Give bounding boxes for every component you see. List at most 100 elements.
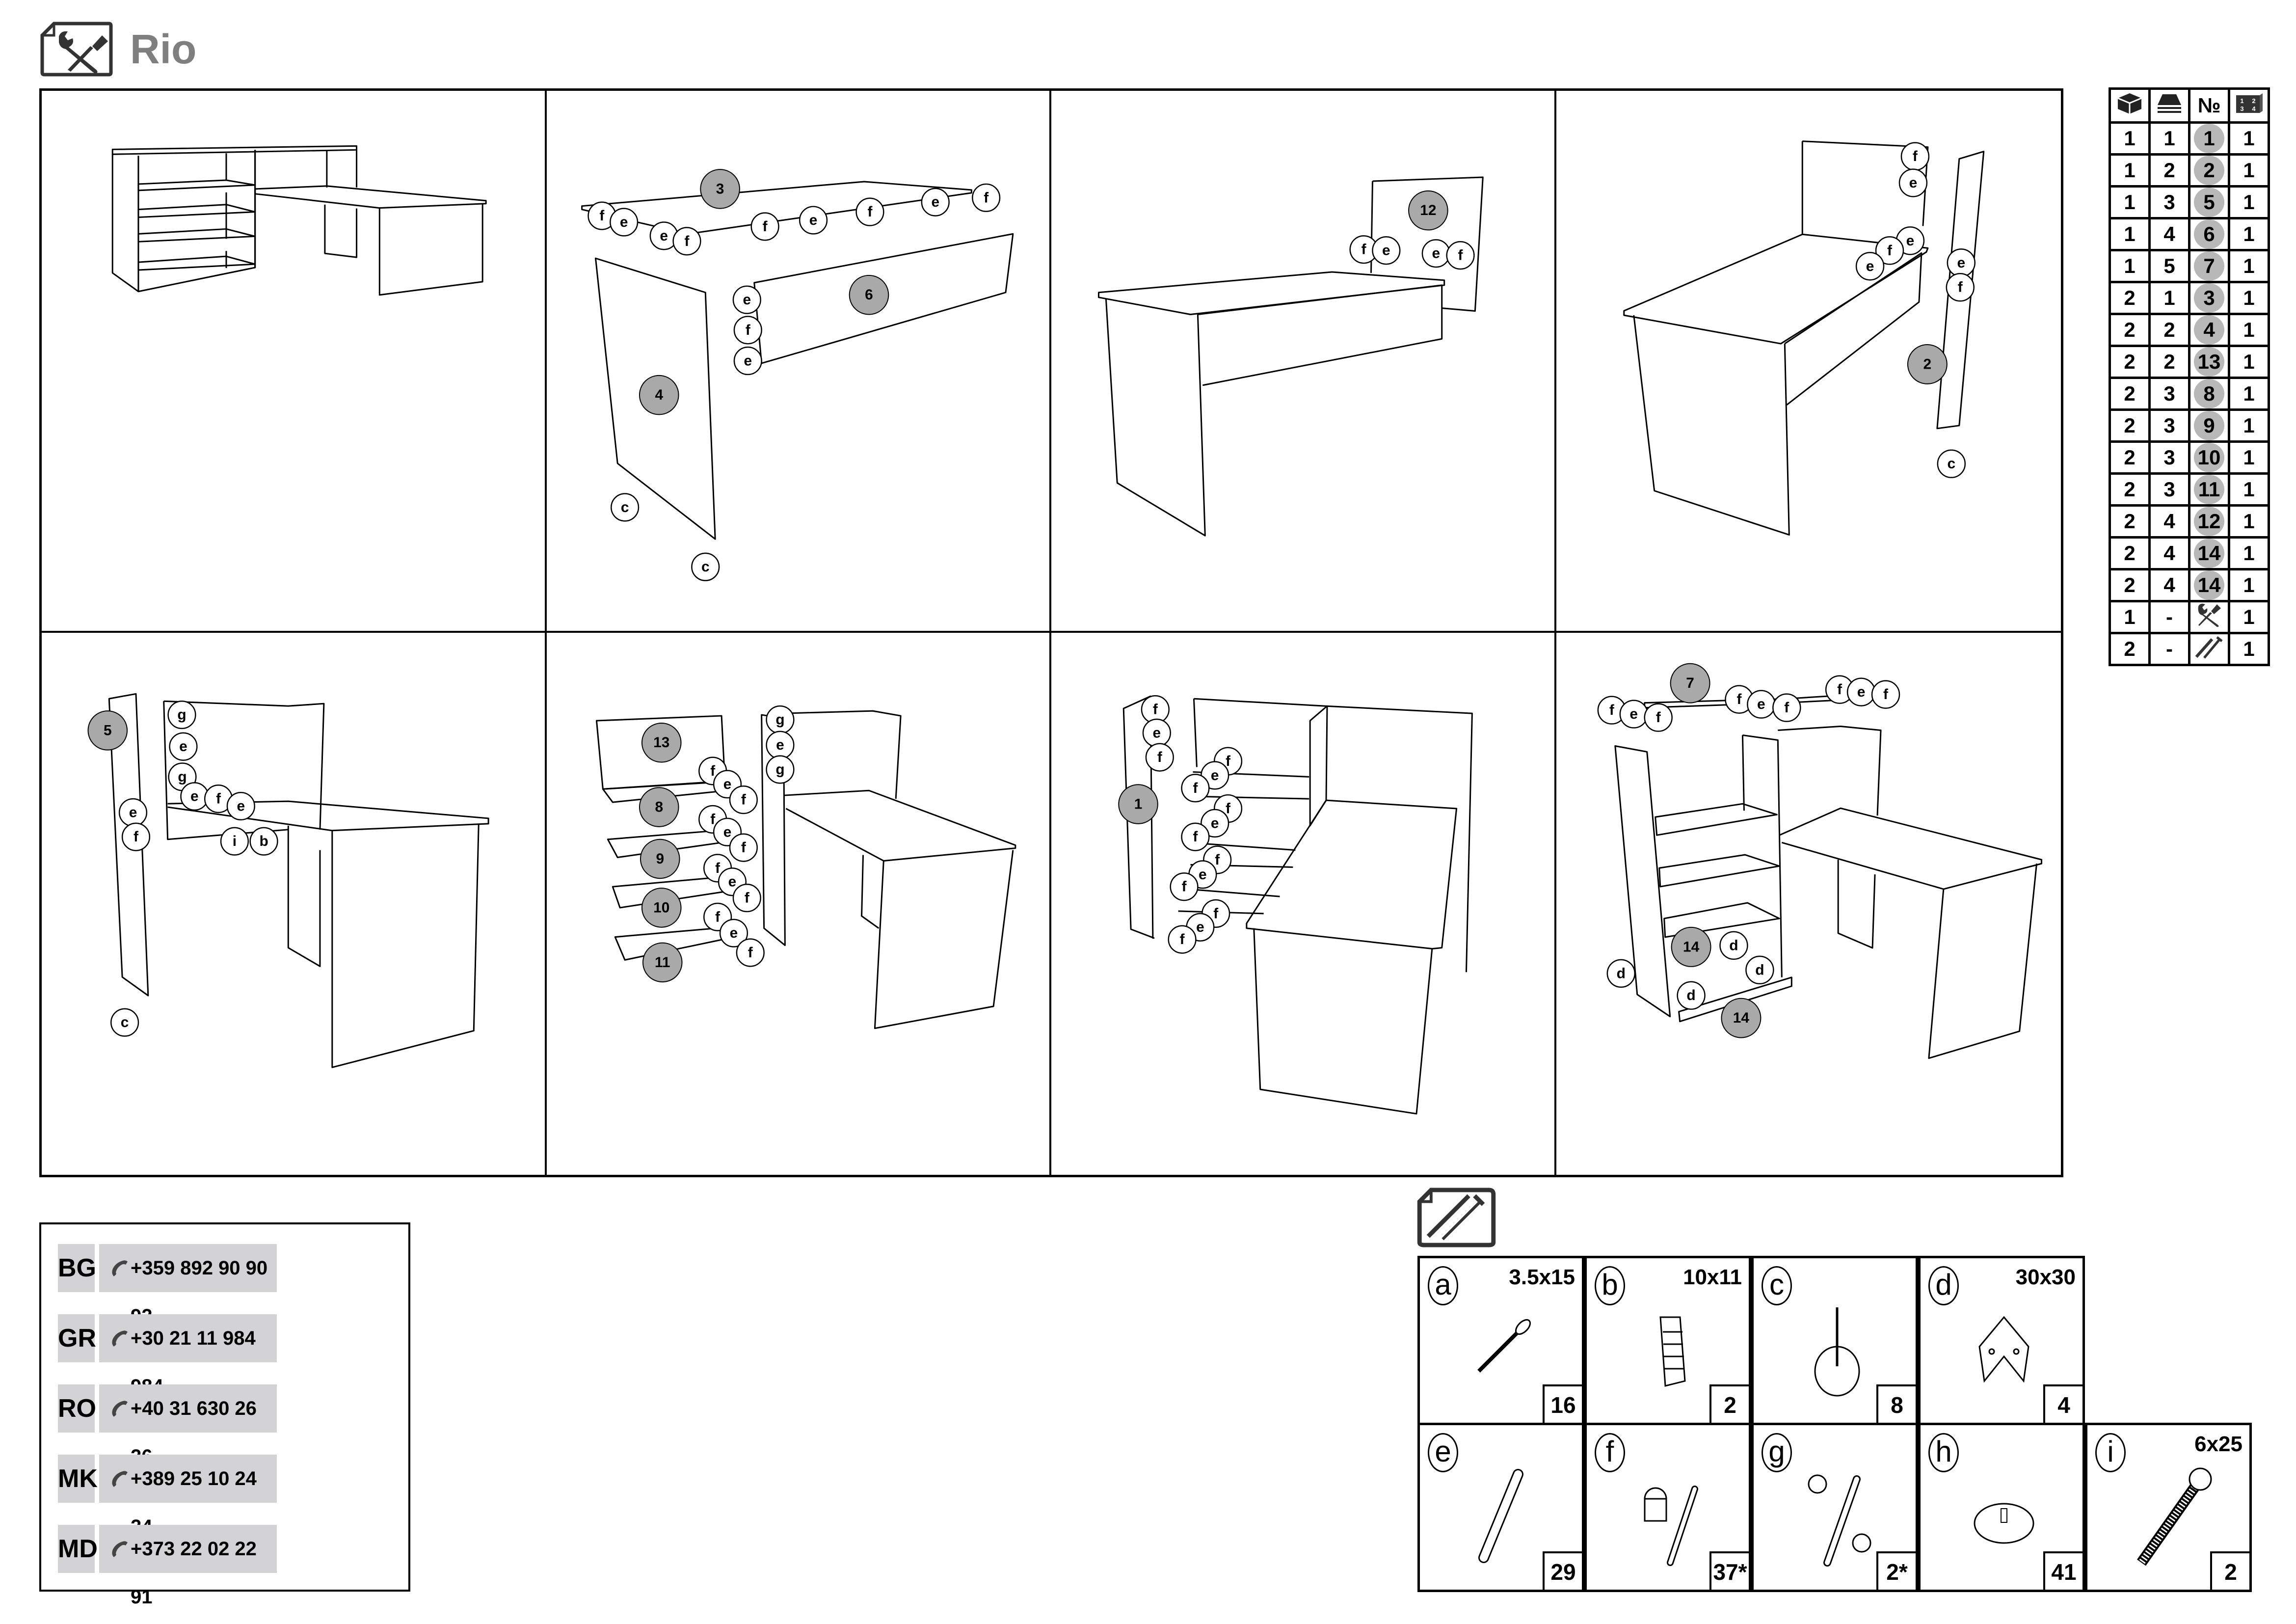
assembly-step-8: 8 7 14 14 f e f f e f f e f d (1556, 633, 2061, 1175)
hardware-letter: b (1595, 1266, 1625, 1305)
quantity-column-header: 1 2 3 4 (2228, 87, 2270, 124)
svg-text:e: e (744, 353, 752, 369)
svg-text:e: e (723, 824, 731, 840)
fitting-callout: f (729, 833, 758, 862)
fitting-callout: e (733, 346, 762, 376)
svg-text:e: e (723, 776, 731, 792)
part-number-badge: 4 (2194, 315, 2224, 345)
part-number-badge: 11 (2194, 475, 2224, 504)
fitting-callout: e (732, 285, 761, 314)
fitting-callout: f (1724, 685, 1754, 714)
layer-number: 3 (2148, 408, 2190, 443)
hardware-quantity: 2 (2210, 1551, 2249, 1590)
phone-icon (112, 1541, 128, 1557)
svg-text:f: f (599, 208, 604, 224)
svg-text:f: f (1837, 681, 1842, 698)
svg-text:13: 13 (653, 734, 669, 751)
fitting-callout: f (736, 938, 765, 967)
box-number: 1 (2109, 217, 2151, 251)
fitting-callout: c (610, 493, 639, 522)
fitting-callout: g (168, 762, 197, 791)
fitting-callout: e (1855, 252, 1884, 281)
fitting-callout: e (1421, 239, 1450, 268)
phone-number-field[interactable]: +389 25 10 24 24 (99, 1455, 277, 1538)
svg-text:f: f (867, 204, 872, 220)
svg-text:2: 2 (1923, 356, 1931, 372)
svg-text:e: e (1153, 725, 1161, 741)
part-number: 1 (2188, 121, 2230, 156)
box-number: 2 (2109, 472, 2151, 507)
furniture-glide-nail-icon (1814, 1307, 1860, 1397)
assembly-tools-icon (40, 22, 113, 77)
fitting-callout: g (765, 755, 795, 784)
svg-text:f: f (1609, 702, 1614, 718)
fitting-callout: f (750, 212, 779, 241)
part-callout-4: 4 (639, 375, 679, 415)
fitting-callout: e (1947, 248, 1976, 277)
svg-text:e: e (1909, 175, 1917, 191)
assembly-steps-grid: 1 2 3 4 6 f e e f (39, 88, 2063, 1177)
svg-text:c: c (701, 559, 709, 575)
layer-number: 2 (2148, 313, 2190, 347)
svg-text:f: f (1182, 879, 1187, 895)
layer-number: 4 (2148, 568, 2190, 602)
svg-text:e: e (729, 925, 738, 941)
svg-text:e: e (809, 212, 817, 228)
svg-text:e: e (1866, 258, 1874, 274)
hardware-quantity: 37* (1709, 1551, 1749, 1590)
phone-number-field[interactable]: +373 22 02 22 91 (99, 1525, 277, 1608)
numbered-boxes-icon: 1 2 3 4 (2236, 93, 2263, 113)
assembly-step-7: 7 1 f e f f e f f e f f e f f e f (1051, 633, 1556, 1175)
phone-number-field[interactable]: +30 21 11 984 984 (99, 1314, 277, 1397)
hardware-letter: d (1928, 1266, 1959, 1305)
box-column-header (2109, 87, 2151, 124)
phone-number-field[interactable]: +40 31 630 26 26 (99, 1384, 277, 1467)
svg-text:g: g (775, 761, 784, 778)
layer-number: 4 (2148, 536, 2190, 570)
country-code: RO (58, 1384, 96, 1433)
svg-text:c: c (121, 1014, 129, 1030)
part-callout-8: 8 (639, 787, 679, 827)
svg-text:f: f (1193, 829, 1198, 845)
svg-text:e: e (1211, 767, 1219, 784)
product-title: Rio (130, 26, 197, 72)
svg-text:e: e (1957, 255, 1965, 271)
part-number: 5 (2188, 185, 2230, 219)
svg-text:2: 2 (2252, 97, 2255, 105)
svg-text:e: e (776, 737, 784, 753)
box-number: 1 (2109, 600, 2151, 634)
svg-text:e: e (190, 788, 199, 805)
svg-text:11: 11 (654, 954, 670, 971)
part-quantity: 1 (2228, 440, 2270, 475)
hardware-size: 3.5x15 (1509, 1265, 1575, 1289)
phone-number-field[interactable]: +359 892 90 90 92 (99, 1244, 277, 1327)
part-number-badge: 10 (2194, 443, 2224, 472)
svg-text:i: i (233, 833, 237, 849)
layer-number: 3 (2148, 440, 2190, 475)
part-quantity: 1 (2228, 281, 2270, 315)
svg-text:f: f (741, 839, 746, 856)
fitting-callout: e (1372, 236, 1401, 265)
svg-text:e: e (1906, 233, 1914, 249)
part-number-badge: 8 (2194, 379, 2224, 408)
fitting-callout: f (121, 822, 151, 851)
svg-text:9: 9 (656, 851, 664, 867)
hardware-letter: e (1428, 1433, 1458, 1472)
svg-text:12: 12 (1420, 202, 1436, 218)
svg-text:4: 4 (2252, 105, 2256, 112)
svg-text:f: f (745, 322, 750, 338)
fitting-callout: f (1643, 703, 1673, 732)
phone-icon (112, 1471, 128, 1487)
part-number-badge: 7 (2194, 251, 2224, 281)
part-number: 6 (2188, 217, 2230, 251)
hardware-letter: h (1928, 1433, 1959, 1472)
svg-text:4: 4 (655, 387, 663, 403)
fitting-callout: f (1871, 680, 1900, 709)
